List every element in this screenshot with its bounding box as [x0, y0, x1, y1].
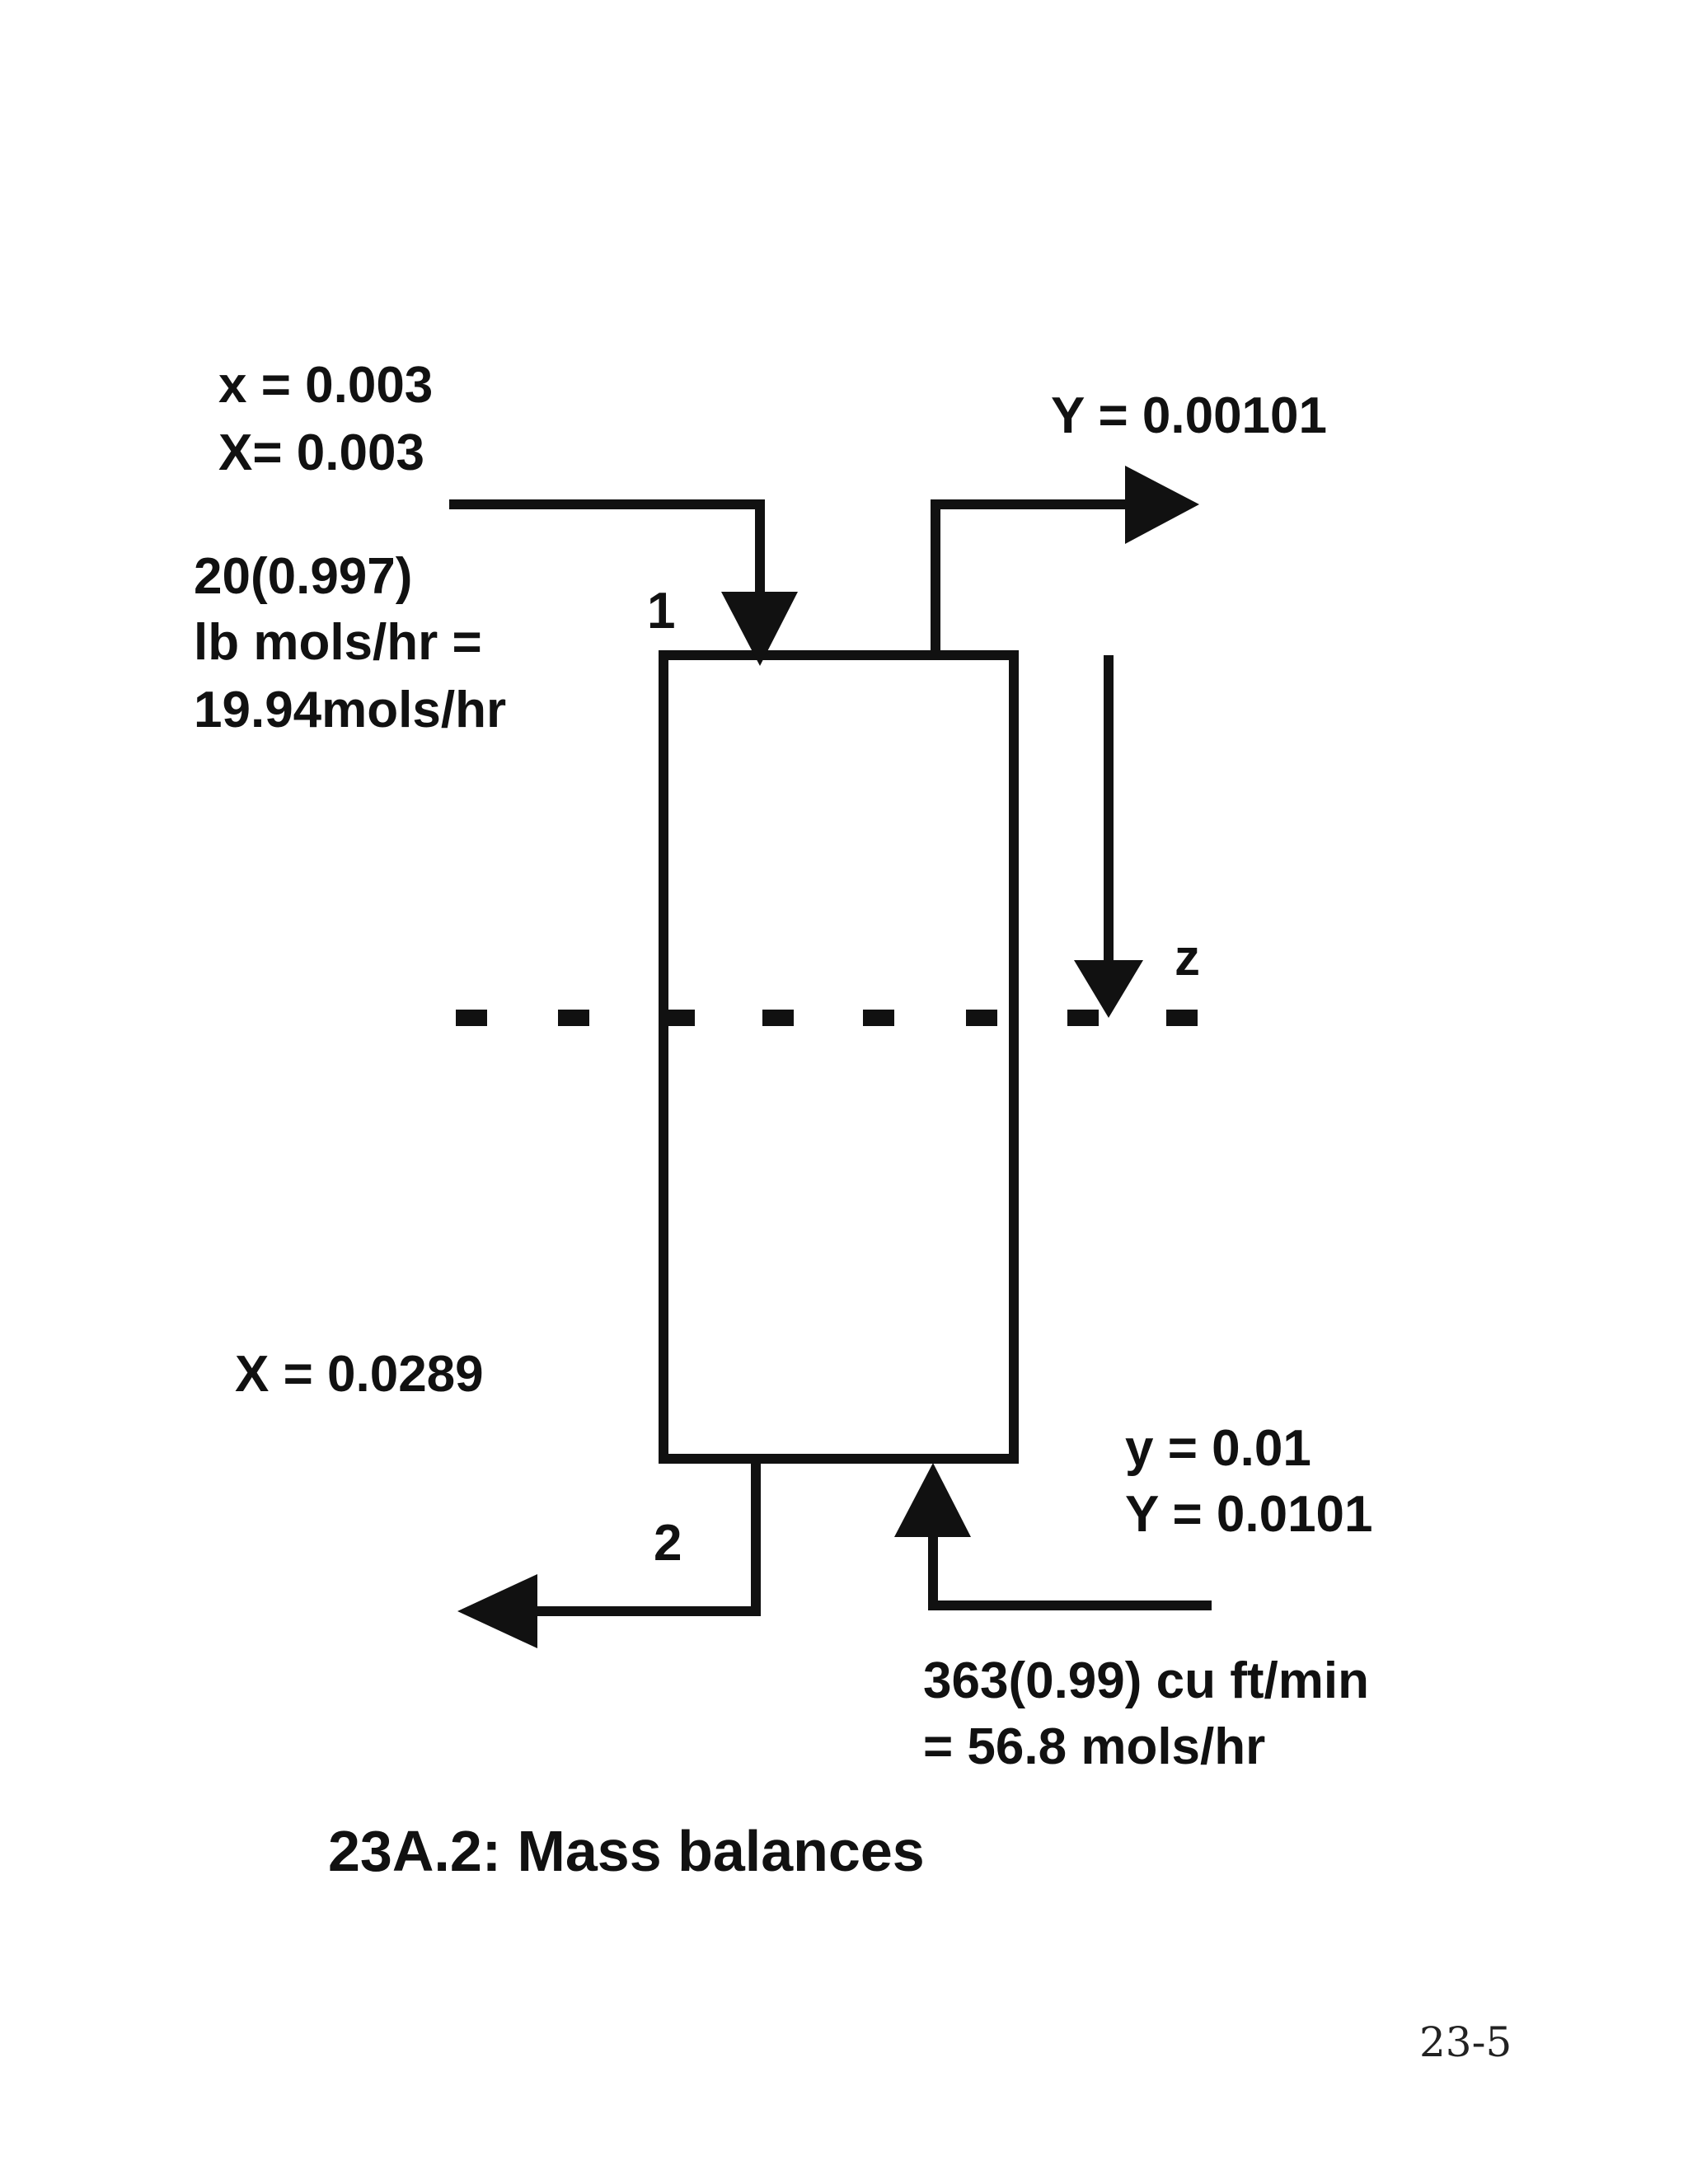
liquid-outlet-line	[528, 1459, 761, 1616]
label-gas-flow-1: 363(0.99) cu ft/min	[923, 1652, 1369, 1709]
z-axis-arrowhead	[1074, 960, 1143, 1018]
liquid-inlet-line	[449, 499, 765, 602]
liquid-outlet-arrowhead	[457, 1574, 537, 1648]
label-z-axis: z	[1175, 930, 1200, 987]
label-point-1: 1	[647, 583, 675, 640]
dashed-control-line	[456, 1010, 1198, 1026]
liquid-inlet-arrowhead	[721, 592, 798, 666]
page-number: 23-5	[1419, 2018, 1512, 2066]
gas-outlet-line	[931, 499, 1142, 655]
label-point-2: 2	[654, 1515, 682, 1572]
label-x-top: x = 0.003	[218, 357, 433, 414]
gas-inlet-arrowhead	[894, 1463, 971, 1537]
label-X-bottom: X = 0.0289	[235, 1346, 484, 1403]
figure-caption: 23A.2: Mass balances	[328, 1819, 925, 1883]
label-X-top: X= 0.003	[218, 424, 424, 481]
absorption-column	[659, 650, 1019, 1464]
label-gas-flow-2: = 56.8 mols/hr	[923, 1718, 1265, 1775]
label-liquid-flow-1: 20(0.997)	[194, 548, 412, 605]
label-Y-top: Y = 0.00101	[1051, 387, 1327, 444]
label-y-bottom: y = 0.01	[1125, 1420, 1311, 1477]
label-Y-bottom: Y = 0.0101	[1125, 1486, 1373, 1543]
label-liquid-flow-3: 19.94mols/hr	[194, 682, 506, 738]
label-liquid-flow-2: lb mols/hr =	[194, 614, 482, 671]
gas-inlet-line	[928, 1529, 1212, 1610]
gas-outlet-arrowhead	[1125, 466, 1199, 544]
